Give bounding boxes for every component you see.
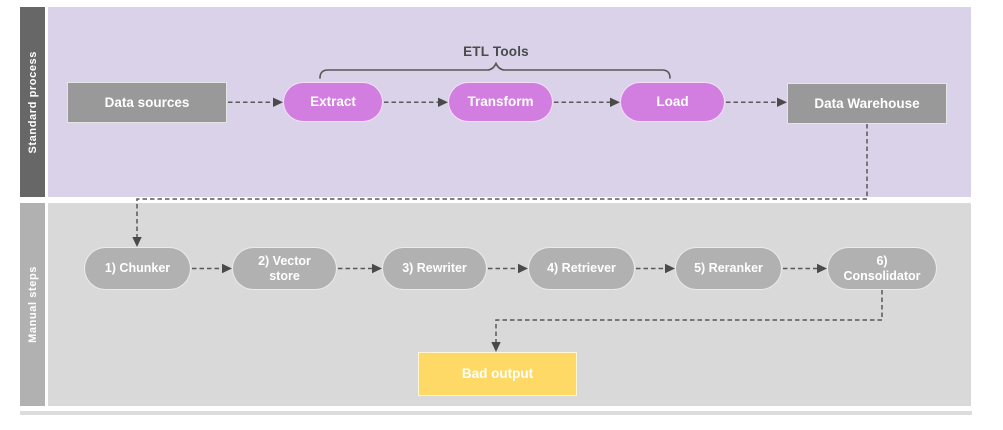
node-rewriter: 3) Rewriter [382,247,487,290]
node-vector-store: 2) Vector store [232,247,337,290]
lane-header-manual-steps: Manual steps [20,203,45,406]
etl-tools-label: ETL Tools [463,44,529,59]
next-lane-edge-strip [20,411,972,415]
lane-label-manual-steps: Manual steps [26,266,39,343]
node-bad-output: Bad output [418,352,577,396]
node-data-warehouse: Data Warehouse [787,83,947,124]
node-extract: Extract [283,82,383,122]
node-load: Load [620,82,725,122]
node-transform: Transform [448,82,553,122]
node-retriever: 4) Retriever [528,247,635,290]
node-reranker: 5) Reranker [675,247,782,290]
lane-label-standard-process: Standard process [26,50,39,154]
node-chunker: 1) Chunker [84,247,191,290]
node-data-sources: Data sources [67,82,227,123]
node-consolidator: 6) Consolidator [827,247,937,290]
lane-header-standard-process: Standard process [20,7,45,197]
